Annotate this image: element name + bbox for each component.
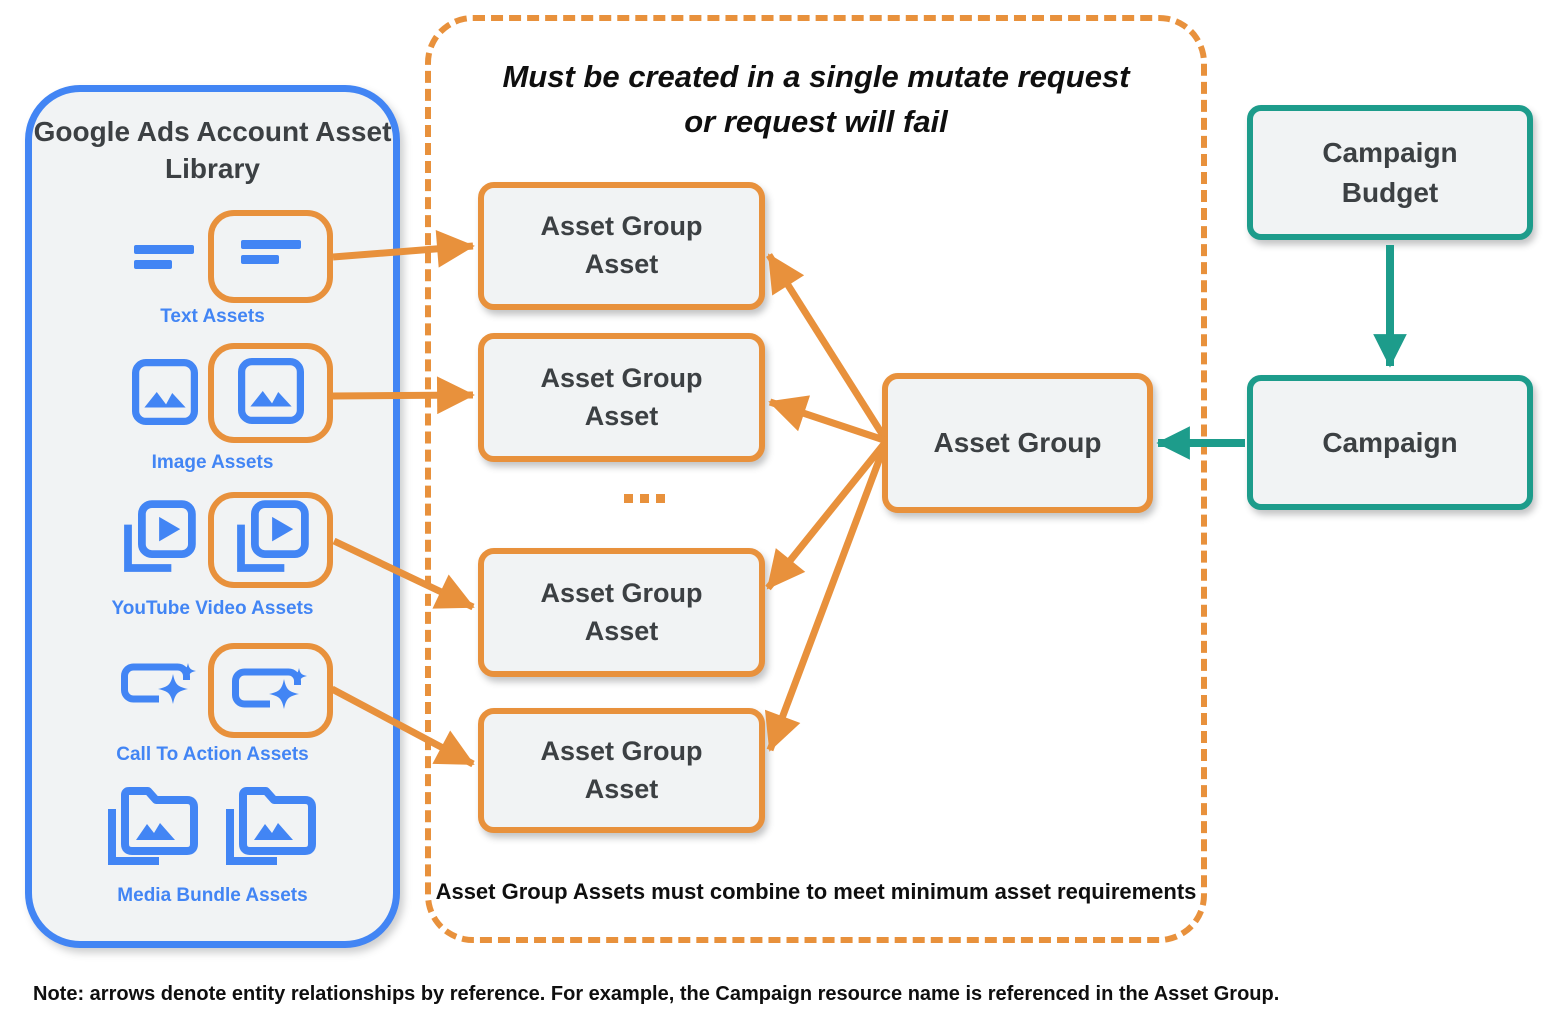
asset-group-asset-node-4: Asset Group Asset xyxy=(478,708,765,833)
call-to-action-asset-icon xyxy=(231,660,310,721)
youtube-video-asset-icon xyxy=(118,498,198,578)
asset-group-asset-label: Asset Group Asset xyxy=(540,577,703,646)
text-asset-icon xyxy=(133,242,195,276)
asset-library-panel: Google Ads Account Asset Library Text As… xyxy=(25,85,400,948)
asset-group-asset-node-1: Asset Group Asset xyxy=(478,182,765,310)
campaign-node: Campaign xyxy=(1247,375,1533,510)
mutate-request-title-line2: or request will fail xyxy=(684,103,948,139)
mutate-request-title: Must be created in a single mutate reque… xyxy=(431,55,1201,145)
campaign-label: Campaign xyxy=(1322,426,1458,458)
image-asset-icon xyxy=(237,357,304,429)
image-assets-label: Image Assets xyxy=(151,452,274,473)
image-asset-icon xyxy=(132,359,198,425)
image-asset-selected-frame xyxy=(208,343,333,443)
asset-group-asset-label: Asset Group Asset xyxy=(540,735,703,804)
text-asset-selected-frame xyxy=(208,210,333,303)
youtube-video-asset-icon xyxy=(231,498,311,583)
asset-group-asset-label: Asset Group Asset xyxy=(540,362,703,431)
reference-note: Note: arrows denote entity relationships… xyxy=(33,983,1280,1005)
asset-group-node: Asset Group xyxy=(882,373,1153,513)
call-to-action-asset-icon xyxy=(121,655,199,711)
media-bundle-asset-icon xyxy=(221,783,321,869)
asset-group-asset-node-2: Asset Group Asset xyxy=(478,333,765,462)
youtube-video-asset-selected-frame xyxy=(208,492,333,588)
mutate-request-title-line1: Must be created in a single mutate reque… xyxy=(502,59,1130,94)
call-to-action-asset-selected-frame xyxy=(208,643,333,738)
media-bundle-assets-label: Media Bundle Assets xyxy=(117,885,308,906)
youtube-video-assets-label: YouTube Video Assets xyxy=(111,598,314,619)
media-bundle-asset-icon xyxy=(103,783,203,869)
asset-library-title: Google Ads Account Asset Library xyxy=(33,116,392,184)
call-to-action-assets-label: Call To Action Assets xyxy=(116,744,309,765)
more-asset-group-assets-ellipsis xyxy=(620,494,668,503)
asset-group-label: Asset Group xyxy=(933,427,1102,459)
campaign-budget-node: Campaign Budget xyxy=(1247,105,1533,240)
text-assets-label: Text Assets xyxy=(160,306,265,327)
asset-group-asset-label: Asset Group Asset xyxy=(540,211,703,279)
campaign-budget-label: Campaign Budget xyxy=(1322,137,1458,208)
asset-group-asset-node-3: Asset Group Asset xyxy=(478,548,765,677)
asset-requirements-footnote: Asset Group Assets must combine to meet … xyxy=(435,879,1197,904)
text-asset-icon xyxy=(240,237,302,276)
